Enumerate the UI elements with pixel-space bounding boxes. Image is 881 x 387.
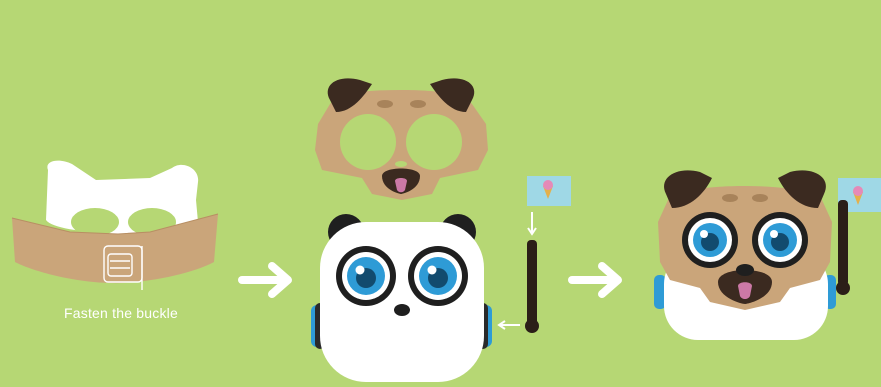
flag-stick: [499, 176, 571, 333]
panda-robot: [311, 214, 492, 382]
headband-buckle-illustration: [12, 161, 218, 290]
flag-stick-attached: [836, 178, 881, 295]
pug-mask-cutout: [315, 78, 488, 200]
pug-masked-robot: [654, 170, 836, 340]
step-caption: Fasten the buckle: [36, 305, 206, 321]
arrow-right-icon: [242, 266, 288, 294]
arrow-right-icon: [572, 266, 618, 294]
